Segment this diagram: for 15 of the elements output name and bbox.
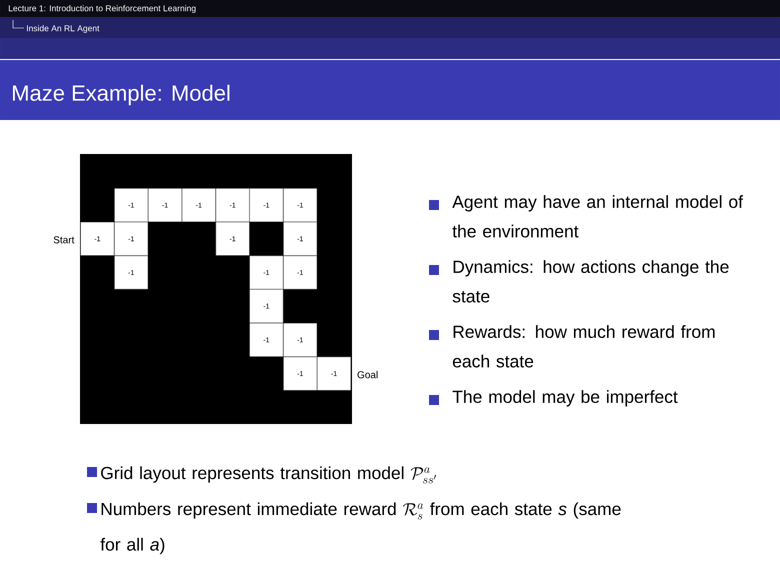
bullet-text: Agent may have an internal model of the environment bbox=[452, 195, 744, 238]
slide-title: Maze Example: Model bbox=[13, 84, 230, 106]
cell-caption: Start bbox=[54, 236, 74, 244]
bullet-text: Numbers represent immediate reward $\mathcal{R}^a_s$ from each state s (same for all a) bbox=[100, 502, 621, 554]
bullet-text: Dynamics: how actions change the state bbox=[452, 260, 729, 303]
label: for all a) bbox=[100, 538, 164, 554]
bullet-text: Rewards: how much reward from each state bbox=[452, 325, 715, 368]
bullet-text: The model may be imperfect bbox=[452, 390, 678, 406]
label: $\mathcal{R}^a_s$ bbox=[403, 503, 424, 520]
header-text: Inside An RL Agent bbox=[27, 25, 100, 33]
label: from each state s (same bbox=[430, 502, 621, 519]
label: Numbers represent immediate reward bbox=[102, 502, 396, 519]
header-text: Lecture 1: Introduction to Reinforcement Learning bbox=[8, 5, 196, 13]
cell-caption: Goal bbox=[358, 370, 378, 378]
bullet-text: Grid layout represents transition model $\mathcal{P}^a_{ss'}$ bbox=[101, 466, 436, 484]
